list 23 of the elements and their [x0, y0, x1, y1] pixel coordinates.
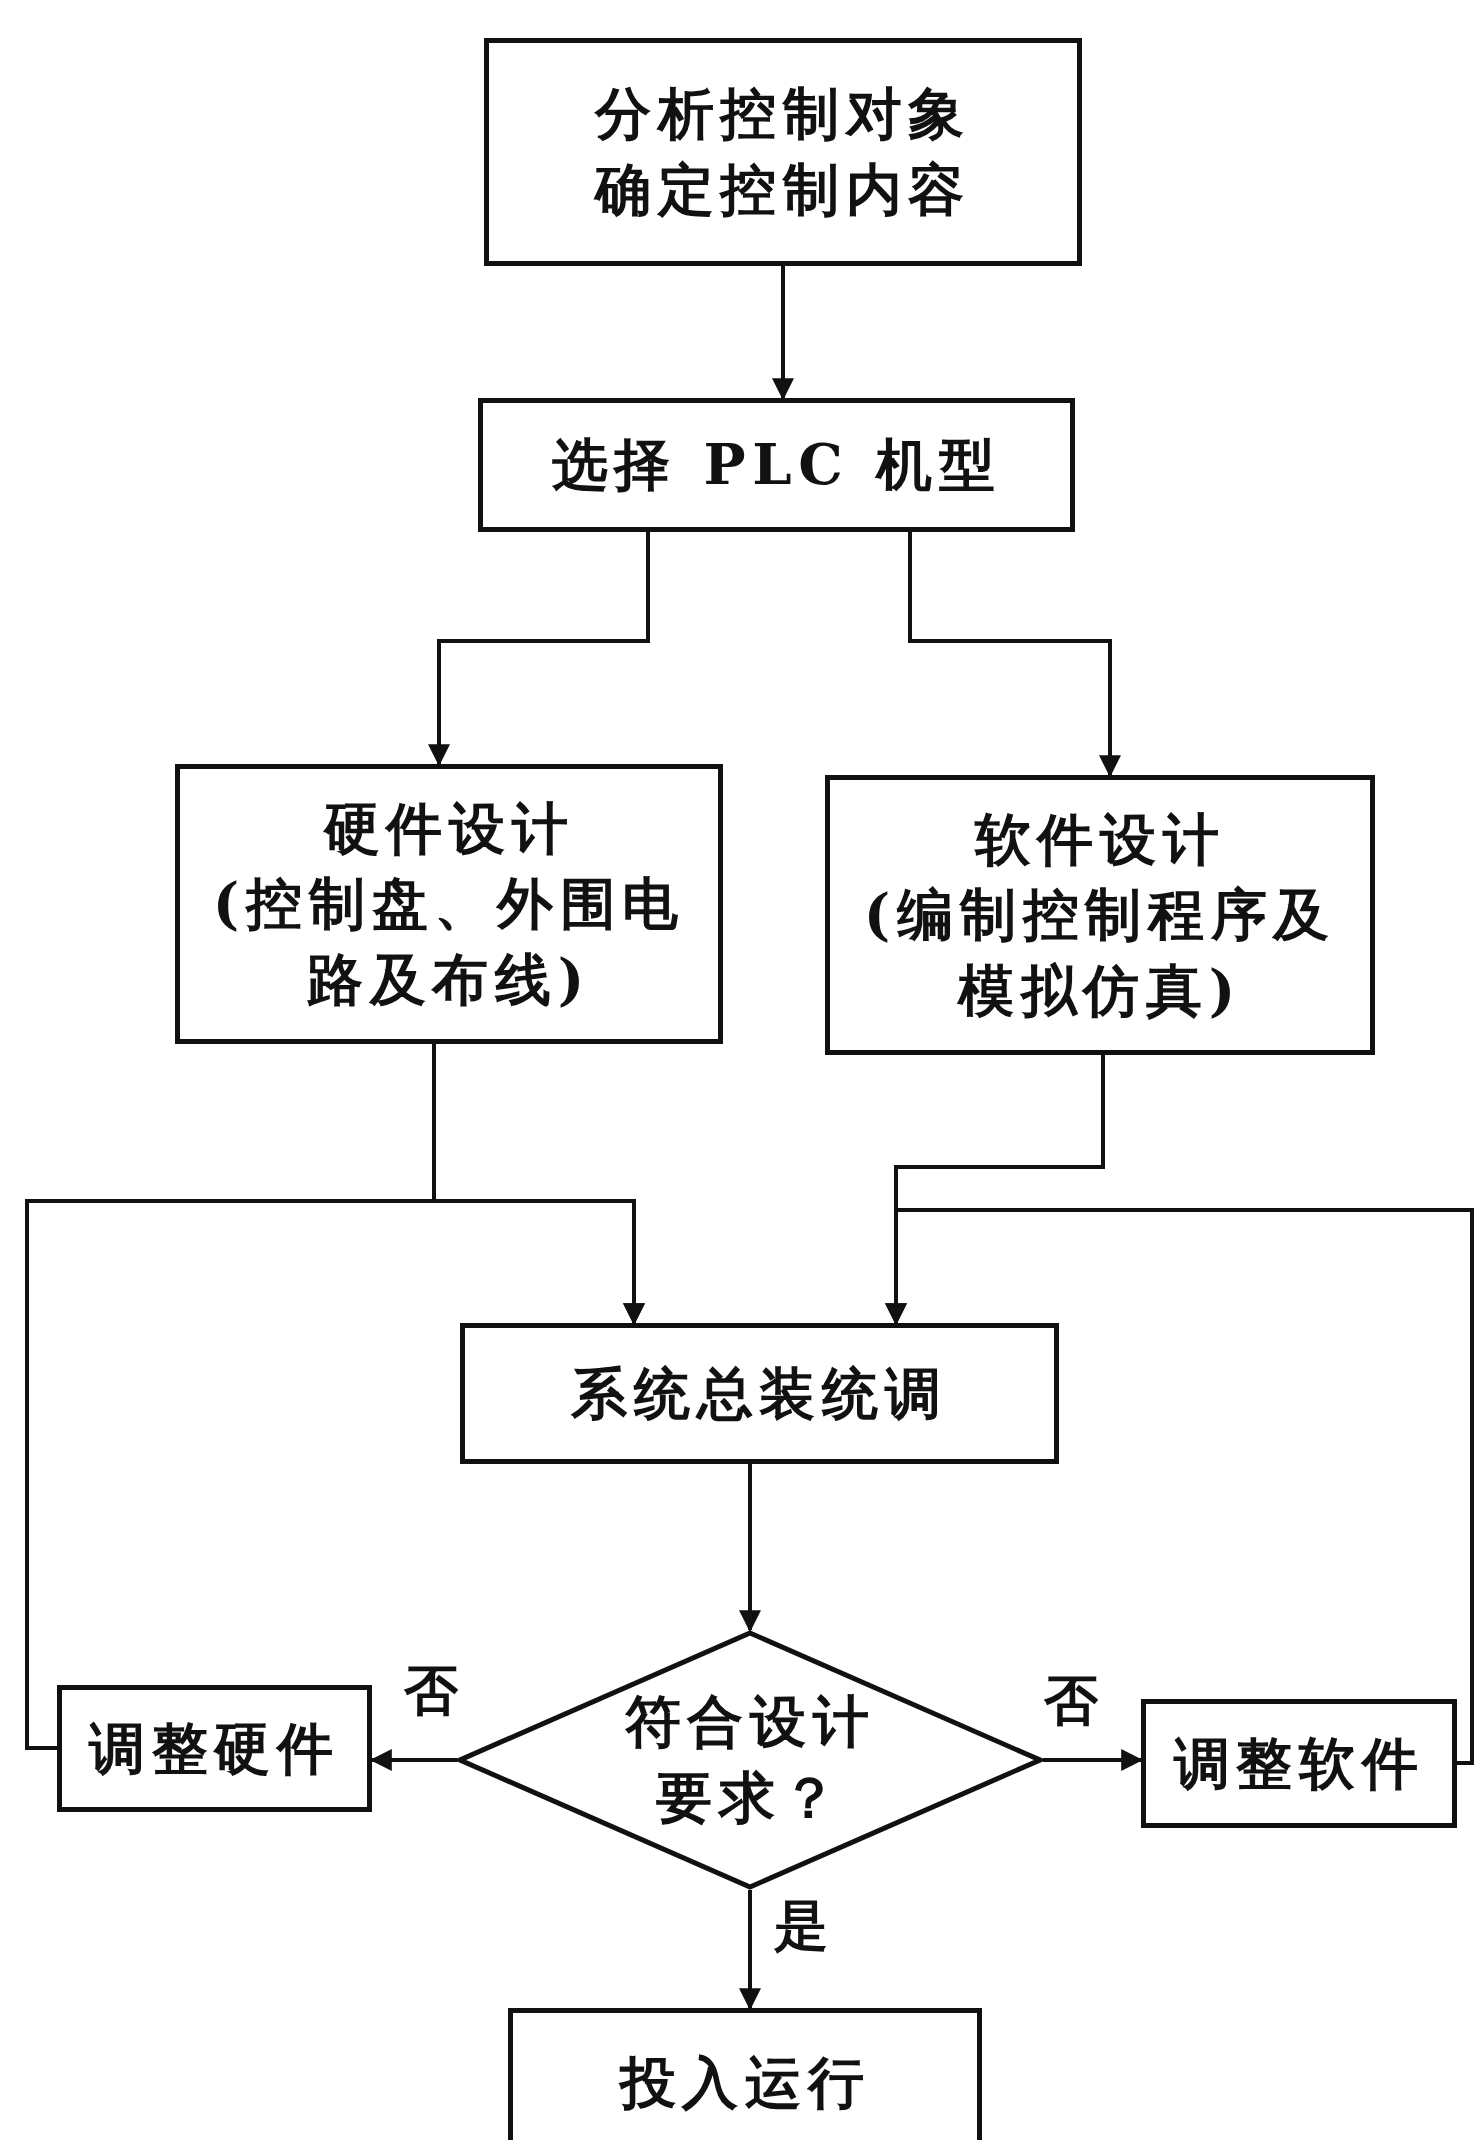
node-text: 调整软件 [1173, 1728, 1425, 1798]
node-text: 系统总装统调 [571, 1358, 948, 1428]
process-box [478, 398, 1075, 532]
node-text: 投入运行 [619, 2048, 871, 2118]
node-text: 硬件设计 [323, 793, 575, 863]
node-text: 软件设计 [974, 804, 1226, 874]
process-box [460, 1323, 1059, 1464]
process-box [508, 2008, 982, 2140]
arrow [25, 1199, 645, 1750]
node-text: 选择 PLC 机型 [551, 430, 1002, 500]
node-text: 符合设计要求？ [623, 1687, 877, 1832]
node-text: (控制盘、外围电路及布线) [211, 869, 687, 1014]
node-text: (编制控制程序及模拟仿真) [862, 880, 1338, 1025]
node-text: 调整硬件 [89, 1713, 340, 1783]
arrow [739, 1464, 761, 1633]
process-box [175, 764, 723, 1044]
node-text: 分析控制对象确定控制内容 [592, 79, 973, 224]
process-box [825, 775, 1375, 1055]
process-box [1141, 1699, 1457, 1828]
process-box [484, 38, 1082, 266]
arrow [885, 1208, 1474, 1765]
decision-diamond [457, 1630, 1043, 1890]
process-box [57, 1685, 372, 1812]
